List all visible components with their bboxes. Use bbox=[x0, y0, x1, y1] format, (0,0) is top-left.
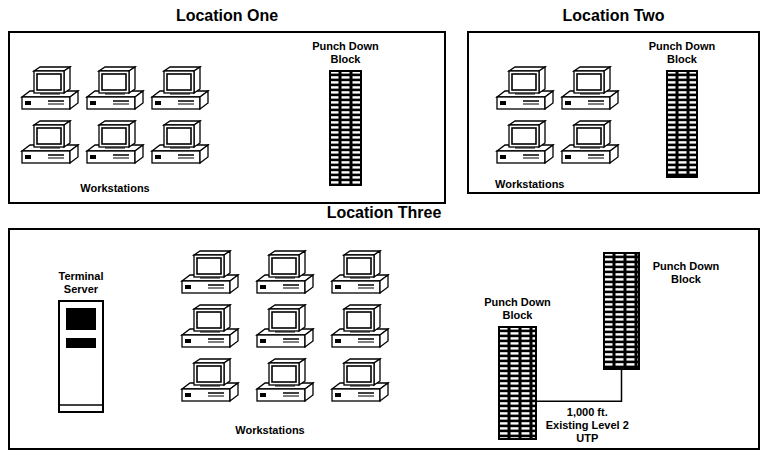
workstation-icon bbox=[332, 251, 388, 293]
device-label: Punch Down Block bbox=[306, 40, 386, 66]
device-label: Punch Down Block bbox=[478, 296, 558, 322]
server-base bbox=[59, 404, 103, 406]
workstation-icon bbox=[562, 121, 618, 163]
punch-down-block: Punch Down Block bbox=[603, 252, 640, 370]
punch-block-body bbox=[604, 253, 639, 369]
workstation-icon bbox=[182, 251, 238, 293]
workstation-icon bbox=[257, 251, 313, 293]
location-heading: Location Three bbox=[10, 204, 758, 222]
workstation-icon bbox=[497, 67, 553, 109]
workstation-icon bbox=[152, 121, 208, 163]
punch-block-body bbox=[330, 71, 361, 185]
location-box: Location ThreeTerminal ServerPunch Down … bbox=[8, 228, 760, 450]
server-tower bbox=[58, 300, 104, 413]
punch-block-grid bbox=[603, 252, 640, 370]
punch-block-grid bbox=[666, 70, 698, 178]
location-box: Location TwoPunch Down Block bbox=[467, 31, 760, 194]
server-body bbox=[59, 301, 103, 412]
group-label: Workstations bbox=[495, 178, 564, 190]
location-box: Location OnePunch Down Block bbox=[8, 31, 446, 204]
workstation-group bbox=[497, 67, 618, 163]
server-slot bbox=[66, 338, 96, 348]
punch-block-body bbox=[499, 327, 536, 439]
workstation-group bbox=[182, 251, 388, 401]
terminal-server: Terminal Server bbox=[58, 300, 104, 413]
device-label: Terminal Server bbox=[41, 270, 121, 296]
workstation-icon bbox=[182, 359, 238, 401]
workstation-icon bbox=[87, 67, 143, 109]
group-label: Workstations bbox=[235, 424, 304, 436]
punch-block-grid bbox=[329, 70, 362, 186]
location-heading: Location One bbox=[10, 7, 444, 25]
group-label: Workstations bbox=[80, 182, 149, 194]
workstation-icon bbox=[562, 67, 618, 109]
punch-down-block: Punch Down Block bbox=[666, 70, 698, 178]
cable-label: 1,000 ft. Existing Level 2 UTP bbox=[545, 406, 629, 445]
workstation-icon bbox=[257, 305, 313, 347]
workstation-icon bbox=[497, 121, 553, 163]
punch-block-grid bbox=[498, 326, 537, 440]
workstation-group bbox=[22, 67, 208, 163]
punch-down-block: Punch Down Block bbox=[498, 326, 537, 440]
workstation-icon bbox=[87, 121, 143, 163]
location-heading: Location Two bbox=[469, 7, 758, 25]
workstation-icon bbox=[332, 305, 388, 347]
workstation-icon bbox=[332, 359, 388, 401]
workstation-icon bbox=[22, 67, 78, 109]
punch-block-body bbox=[667, 71, 697, 177]
workstation-icon bbox=[257, 359, 313, 401]
cable-connector bbox=[537, 370, 622, 401]
workstation-icon bbox=[152, 67, 208, 109]
device-label: Punch Down Block bbox=[642, 40, 722, 66]
workstation-icon bbox=[22, 121, 78, 163]
punch-down-block: Punch Down Block bbox=[329, 70, 362, 186]
server-panel bbox=[66, 308, 96, 330]
workstation-icon bbox=[182, 305, 238, 347]
device-label: Punch Down Block bbox=[646, 260, 726, 286]
